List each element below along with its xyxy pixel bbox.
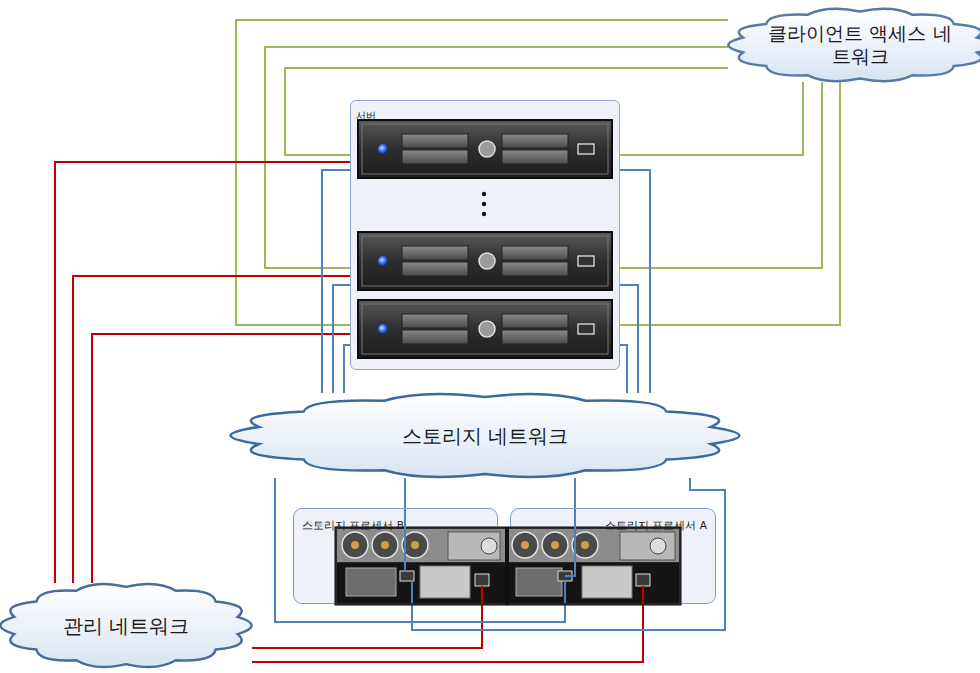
fan: [342, 532, 368, 558]
server-unit-part: [502, 262, 568, 276]
network-cloud: 관리 네트워크: [0, 583, 252, 668]
server-unit-part: [479, 253, 495, 269]
server-unit-part: [479, 321, 495, 337]
server-unit-part: [402, 330, 468, 344]
network-cable: [333, 285, 350, 393]
port-wires: [405, 509, 643, 603]
network-cable: [252, 604, 482, 648]
network-cable: [322, 170, 350, 393]
server-unit-part: [378, 324, 388, 334]
server-unit-part: [402, 246, 468, 260]
server-unit-part: [502, 150, 568, 164]
server-unit-part: [362, 304, 608, 354]
server-units: [358, 120, 612, 358]
fan-hub: [551, 541, 559, 549]
network-cable: [620, 345, 627, 393]
server-unit-part: [502, 134, 568, 148]
fan-hub: [581, 541, 589, 549]
network-cloud: 스토리지 네트워크: [230, 393, 740, 478]
fan: [542, 532, 568, 558]
fan: [572, 532, 598, 558]
network-label: 스토리지 네트워크: [402, 424, 568, 448]
cloud-shape: [0, 584, 251, 667]
text-holder: 클라이언트 액세스 네트워크: [728, 8, 980, 82]
server-group-panel: 서버: [350, 100, 620, 370]
server-unit-part: [402, 134, 468, 148]
group-title: 서버: [356, 110, 376, 122]
storage-processor-box: 스토리지 프로세서 A: [510, 508, 716, 604]
server-unit-part: [362, 124, 608, 174]
network-cable: [620, 285, 638, 393]
server-unit-part: [378, 144, 388, 154]
text-holder: 스토리지 프로세서 B: [294, 509, 497, 603]
fan-row: [342, 532, 598, 558]
server-unit-part: [358, 232, 612, 290]
ellipsis-dots: [482, 192, 486, 216]
server-unit-part: [479, 141, 495, 157]
fan-hub: [521, 541, 529, 549]
network-cable: [620, 170, 650, 393]
server-unit-part: [578, 256, 594, 266]
fan-hub: [351, 541, 359, 549]
server-unit-part: [362, 236, 608, 286]
group-title: 스토리지 프로세서 A: [605, 519, 707, 532]
network-cable: [404, 478, 406, 508]
storage-processor-box: 스토리지 프로세서 B: [293, 508, 498, 604]
network-cable: [620, 82, 840, 325]
server-unit-part: [358, 120, 612, 178]
server-unit-part: [402, 150, 468, 164]
fan-hub: [381, 541, 389, 549]
group-title: 스토리지 프로세서 B: [302, 519, 404, 532]
server-unit-part: [402, 314, 468, 328]
network-cable: [574, 478, 576, 508]
server-unit-part: [402, 262, 468, 276]
text-holder: 스토리지 네트워크: [230, 393, 740, 478]
server-unit-part: [578, 144, 594, 154]
network-cable: [620, 82, 803, 155]
cloud-shape: [728, 9, 980, 81]
text-holder: 관리 네트워크: [0, 583, 252, 668]
server-unit-part: [358, 300, 612, 358]
fan-hub: [411, 541, 419, 549]
server-unit-part: [378, 256, 388, 266]
server-unit-part: [502, 330, 568, 344]
fan: [402, 532, 428, 558]
server-unit-part: [578, 324, 594, 334]
network-cable: [252, 604, 643, 662]
text-holder: 스토리지 프로세서 A: [511, 509, 715, 603]
network-cloud: 클라이언트 액세스 네트워크: [728, 8, 980, 82]
storage-chassis: [335, 509, 681, 605]
text-holder: 서버: [351, 101, 619, 369]
server-unit-part: [502, 246, 568, 260]
cloud-shape: [231, 394, 740, 477]
network-label: 관리 네트워크: [63, 614, 189, 638]
fan: [372, 532, 398, 558]
network-label: 클라이언트 액세스 네트워크: [765, 22, 955, 68]
server-unit-part: [502, 314, 568, 328]
fan: [512, 532, 538, 558]
